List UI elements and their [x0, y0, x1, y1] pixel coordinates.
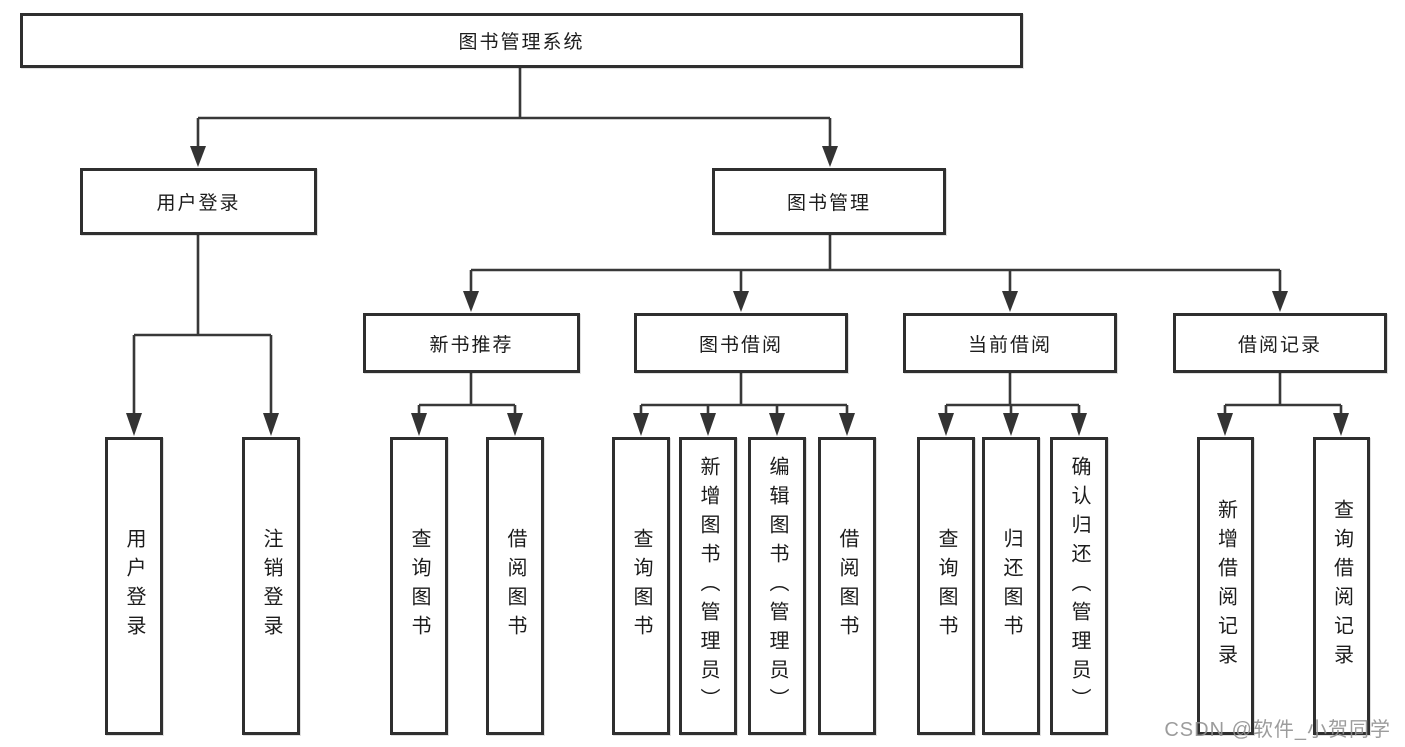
leaf-return-books-label: 归还图书	[1000, 528, 1022, 644]
arrowhead	[700, 413, 716, 436]
node-borrow-records-label: 借阅记录	[1237, 334, 1322, 356]
connector-new-book-children	[411, 373, 523, 436]
connector-borrow-records-children	[1217, 373, 1349, 436]
leaf-newrec-borrow-books-label: 借阅图书	[504, 528, 526, 644]
node-current-borrow: 当前借阅	[903, 313, 1117, 373]
node-new-book-rec: 新书推荐	[363, 313, 580, 373]
leaf-user-login-label: 用户登录	[123, 528, 145, 644]
leaf-borrow-books: 借阅图书	[818, 437, 876, 735]
connector-book-mgmt-to-level3	[463, 235, 1288, 312]
connector-current-borrow-children	[938, 373, 1087, 436]
arrowhead	[263, 413, 279, 436]
leaf-query-borrow-record-label: 查询借阅记录	[1330, 499, 1353, 673]
leaf-query-borrow-record: 查询借阅记录	[1313, 437, 1370, 735]
arrowhead	[1071, 413, 1087, 436]
node-root: 图书管理系统	[20, 13, 1023, 68]
arrowhead	[1217, 413, 1233, 436]
leaf-borrow-books-label: 借阅图书	[836, 528, 858, 644]
node-book-mgmt: 图书管理	[712, 168, 946, 235]
leaf-current-query-books-label: 查询图书	[935, 528, 957, 644]
connector-book-borrow-children	[633, 373, 855, 436]
leaf-edit-books-admin-label: 编辑图书（管理员）	[766, 455, 788, 717]
leaf-edit-books-admin: 编辑图书（管理员）	[748, 437, 806, 735]
leaf-add-borrow-record: 新增借阅记录	[1197, 437, 1254, 735]
arrowhead	[633, 413, 649, 436]
leaf-user-login: 用户登录	[105, 437, 163, 735]
csdn-watermark: CSDN @软件_小贺同学	[1164, 719, 1391, 741]
leaf-newrec-query-books: 查询图书	[390, 437, 448, 735]
leaf-newrec-query-books-label: 查询图书	[408, 528, 430, 644]
arrowhead	[733, 291, 749, 312]
arrowhead	[411, 413, 427, 436]
arrowhead	[839, 413, 855, 436]
leaf-confirm-return-admin: 确认归还（管理员）	[1050, 437, 1108, 735]
leaf-borrow-query-books-label: 查询图书	[630, 528, 652, 644]
leaf-logout: 注销登录	[242, 437, 300, 735]
node-borrow-records: 借阅记录	[1173, 313, 1387, 373]
leaf-add-books-admin-label: 新增图书（管理员）	[697, 455, 719, 717]
leaf-add-books-admin: 新增图书（管理员）	[679, 437, 737, 735]
leaf-return-books: 归还图书	[982, 437, 1040, 735]
node-book-mgmt-label: 图书管理	[786, 193, 871, 214]
arrowhead	[1333, 413, 1349, 436]
arrowhead	[769, 413, 785, 436]
leaf-logout-label: 注销登录	[260, 528, 282, 644]
leaf-newrec-borrow-books: 借阅图书	[486, 437, 544, 735]
leaf-current-query-books: 查询图书	[917, 437, 975, 735]
arrowhead	[938, 413, 954, 436]
arrowhead	[822, 146, 838, 167]
arrowhead	[1003, 413, 1019, 436]
node-current-borrow-label: 当前借阅	[967, 334, 1052, 356]
arrowhead	[1272, 291, 1288, 312]
connector-user-login-children	[126, 235, 279, 436]
node-book-borrow: 图书借阅	[634, 313, 848, 373]
leaf-add-borrow-record-label: 新增借阅记录	[1214, 499, 1237, 673]
node-book-borrow-label: 图书借阅	[698, 334, 783, 356]
node-user-login: 用户登录	[80, 168, 317, 235]
arrowhead	[190, 146, 206, 167]
arrowhead	[507, 413, 523, 436]
leaf-confirm-return-admin-label: 确认归还（管理员）	[1068, 455, 1090, 717]
node-new-book-rec-label: 新书推荐	[429, 334, 514, 356]
arrowhead	[126, 413, 142, 436]
leaf-borrow-query-books: 查询图书	[612, 437, 670, 735]
arrowhead	[1002, 291, 1018, 312]
connector-root-to-level2	[190, 68, 838, 167]
node-user-login-label: 用户登录	[156, 193, 241, 214]
arrowhead	[463, 291, 479, 312]
node-root-label: 图书管理系统	[458, 32, 585, 53]
